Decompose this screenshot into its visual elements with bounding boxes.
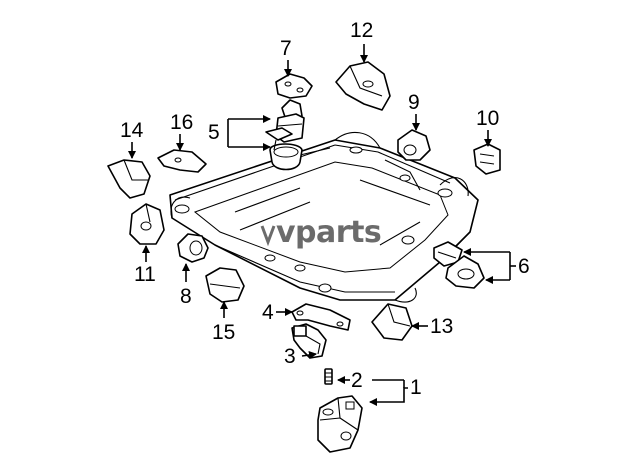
watermark-logo: vparts (276, 215, 382, 250)
part-5-upper-mount (265, 99, 305, 171)
callout-8: 8 (180, 285, 192, 308)
callout-7: 7 (280, 37, 292, 60)
callout-15: 15 (212, 321, 236, 344)
callout-12: 12 (350, 19, 374, 42)
callout-14: 14 (120, 119, 144, 142)
callout-4: 4 (262, 301, 274, 324)
watermark-mark-icon (260, 225, 276, 247)
part-2-stud (324, 368, 333, 385)
leader-lines (128, 44, 516, 406)
callout-9: 9 (408, 91, 420, 114)
part-7-plate (275, 73, 313, 99)
callout-13: 13 (430, 315, 454, 338)
callout-11: 11 (134, 263, 156, 286)
engine-cradle-subframe (169, 131, 479, 303)
callout-2: 2 (351, 369, 363, 392)
callout-3: 3 (284, 345, 296, 368)
part-15-bracket (205, 267, 245, 303)
part-8-mount (177, 233, 209, 263)
part-1-transmission-mount (317, 395, 363, 453)
part-4-brace (291, 303, 351, 331)
part-16-plate (157, 149, 207, 173)
callout-16: 16 (170, 111, 194, 134)
callout-10: 10 (476, 107, 500, 130)
part-10-bracket (473, 143, 501, 175)
callout-5: 5 (208, 121, 220, 144)
part-12-bracket (335, 61, 391, 111)
callout-1: 1 (410, 376, 422, 399)
part-11-bracket (129, 203, 165, 245)
part-9-mount (397, 129, 431, 161)
part-13-mount (371, 303, 413, 341)
part-6-mount-and-cover (433, 241, 485, 289)
part-14-bracket (107, 159, 151, 199)
callout-6: 6 (518, 255, 530, 278)
part-3-bracket (291, 323, 327, 359)
